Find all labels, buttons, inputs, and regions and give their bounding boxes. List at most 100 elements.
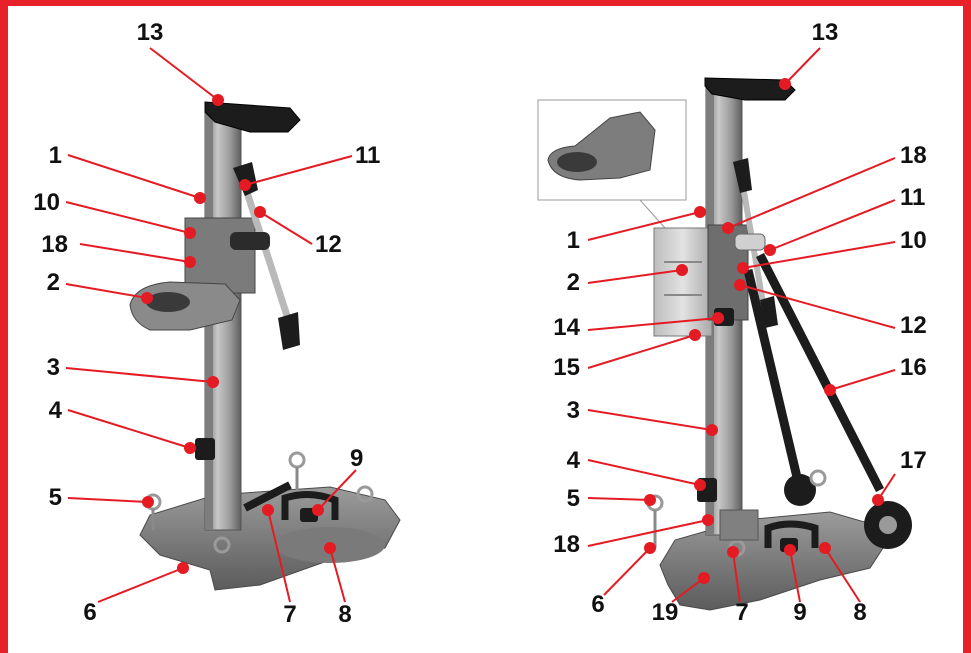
right-callout-line-11 [769, 199, 896, 251]
right-callout-dot-6 [644, 542, 656, 554]
right-callout-line-9 [789, 549, 801, 603]
left-callout-4: 4 [49, 397, 196, 454]
right-callout-number-16: 16 [900, 354, 927, 381]
left-callout-dot-10 [184, 227, 196, 239]
right-callout-number-19: 19 [652, 599, 679, 626]
left-stand [129, 101, 401, 591]
right-callout-line-15 [587, 334, 696, 369]
left-callout-number-10: 10 [33, 189, 60, 216]
left-callout-number-4: 4 [49, 397, 63, 424]
left-top-handle [204, 101, 301, 133]
right-callout-dot-13 [779, 78, 791, 90]
right-callout-number-5: 5 [567, 485, 580, 512]
right-base-block [719, 509, 759, 541]
left-callout-dot-2 [141, 292, 153, 304]
right-callout-line-18 [727, 157, 896, 229]
right-callout-dot-16 [824, 384, 836, 396]
left-callout-number-13: 13 [137, 19, 164, 46]
right-callout-dot-1 [694, 206, 706, 218]
right-callout-18: 18 [722, 142, 927, 234]
right-callout-19: 19 [652, 572, 710, 626]
right-callout-dot-8 [819, 542, 831, 554]
right-callout-18: 18 [553, 514, 714, 558]
left-callout-dot-12 [254, 206, 266, 218]
right-callout-1: 1 [567, 206, 706, 254]
left-callout-line-10 [65, 201, 191, 234]
right-callout-number-12: 12 [900, 312, 927, 339]
left-eyebolt-2 [288, 451, 306, 469]
left-lever-grip-top [233, 162, 258, 196]
left-base-handle [281, 491, 339, 520]
left-callout-number-7: 7 [283, 601, 296, 628]
right-callout-number-18: 18 [900, 142, 927, 169]
right-callout-number-4: 4 [567, 447, 581, 474]
left-callout-line-18 [79, 243, 191, 263]
left-callout-6: 6 [83, 562, 189, 626]
left-callout-dot-6 [177, 562, 189, 574]
right-callout-number-9: 9 [793, 599, 806, 626]
left-callout-8: 8 [324, 542, 352, 628]
right-callout-number-17: 17 [900, 447, 927, 474]
left-callout-line-11 [244, 155, 353, 186]
right-trolley-arm-rear [743, 268, 805, 492]
right-callout-6: 6 [591, 542, 656, 618]
left-callout-number-8: 8 [338, 601, 351, 628]
right-callout-2: 2 [567, 264, 688, 296]
left-lever-hub [230, 232, 270, 250]
right-callout-13: 13 [779, 19, 838, 90]
left-callout-line-3 [65, 367, 214, 383]
right-callout-16: 16 [824, 354, 927, 396]
left-callout-number-1: 1 [49, 142, 62, 169]
right-callout-line-5 [587, 497, 651, 501]
right-callout-5: 5 [567, 485, 656, 512]
left-eyebolt-3 [356, 485, 374, 503]
right-callout-dot-3 [706, 424, 718, 436]
right-callout-17: 17 [872, 447, 927, 506]
right-stand [537, 77, 912, 611]
right-callout-number-1: 1 [567, 227, 580, 254]
left-carriage [184, 217, 256, 294]
right-callout-line-8 [824, 547, 861, 603]
left-callout-dot-1 [194, 192, 206, 204]
right-callout-line-10 [742, 241, 896, 269]
right-callout-15: 15 [553, 329, 701, 381]
right-callout-number-7: 7 [735, 599, 748, 626]
right-callout-9: 9 [784, 544, 807, 626]
left-callout-10: 10 [33, 189, 196, 239]
right-callout-14: 14 [553, 312, 724, 341]
left-callout-line-5 [67, 497, 149, 503]
right-inset-hole [557, 152, 597, 172]
right-callout-number-11: 11 [900, 184, 925, 211]
right-callout-dot-10 [737, 262, 749, 274]
left-callout-line-13 [149, 47, 219, 101]
right-callout-dot-2 [676, 264, 688, 276]
right-callout-dot-7 [727, 546, 739, 558]
left-callout-number-3: 3 [47, 354, 60, 381]
right-callout-number-15: 15 [553, 354, 580, 381]
left-callout-13: 13 [137, 19, 224, 106]
left-callout-line-1 [67, 154, 201, 199]
right-callout-dot-5 [644, 494, 656, 506]
left-callout-number-12: 12 [315, 231, 342, 258]
left-callout-line-6 [97, 567, 184, 603]
left-callout-18: 18 [41, 231, 196, 268]
right-callout-number-10: 10 [900, 227, 927, 254]
left-callout-1: 1 [49, 142, 206, 204]
left-callout-9: 9 [312, 445, 363, 516]
left-callout-number-2: 2 [47, 269, 60, 296]
left-callout-number-6: 6 [83, 599, 96, 626]
left-callout-2: 2 [47, 269, 153, 304]
left-callout-number-5: 5 [49, 484, 62, 511]
right-callout-12: 12 [734, 279, 927, 339]
left-callout-line-12 [259, 211, 313, 245]
right-lever-hub [734, 233, 766, 251]
right-trolley-arm-front [755, 252, 885, 493]
right-callout-number-2: 2 [567, 269, 580, 296]
right-callout-line-18 [587, 519, 709, 547]
left-callout-dot-8 [324, 542, 336, 554]
left-callout-line-7 [267, 509, 291, 603]
left-lock-knob [195, 438, 215, 460]
right-callout-3: 3 [567, 397, 718, 436]
